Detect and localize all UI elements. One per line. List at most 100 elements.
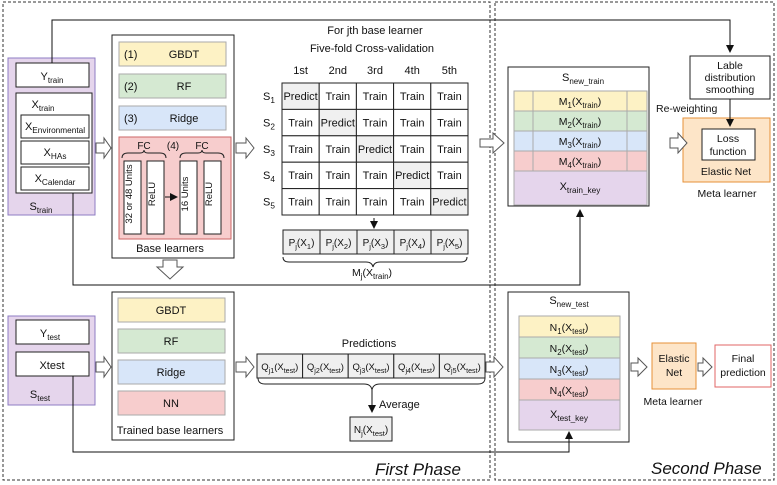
ytrain-to-smoothing-line <box>51 19 734 63</box>
snew-test-item-label: N2(Xtest) <box>550 343 589 357</box>
s-test-label: Stest <box>30 389 51 403</box>
cv-cell-label: Predict <box>283 91 317 103</box>
average-label: Average <box>379 399 420 411</box>
block-arrow-learners-down <box>155 259 185 280</box>
cv-cell-label: Train <box>437 91 462 103</box>
prediction-brace <box>257 377 486 391</box>
cv-row-label: S1 <box>263 91 275 105</box>
cv-row-label: S2 <box>263 117 275 131</box>
x-train-label: Xtrain <box>32 99 55 113</box>
xtrain-key-line <box>72 193 584 286</box>
cv-train-cell <box>355 108 395 137</box>
prediction-cell <box>438 353 486 379</box>
snew-test-item-label: N4(Xtest) <box>550 385 589 399</box>
snew-test-list: N1(Xtest)N2(Xtest)N3(Xtest)N4(Xtest)Xtes… <box>518 315 621 431</box>
snew-train-list: M1(Xtrain)M2(Xtrain)M3(Xtrain)M4(Xtrain)… <box>513 90 648 206</box>
snew-test-key-box <box>518 399 621 431</box>
trained-learners-caption: Trained base learners <box>117 425 224 437</box>
trained-model-box <box>117 359 226 385</box>
nn-relu1-label: ReLU <box>147 182 158 206</box>
nn-relu2-label: ReLU <box>204 182 215 206</box>
nn-layer2-label: 16 Units <box>180 176 191 211</box>
cv-cell-label: Train <box>400 91 425 103</box>
trained-model-name: GBDT <box>156 305 187 317</box>
cv-cell-label: Train <box>288 170 313 182</box>
cv-cell-label: Train <box>288 117 313 129</box>
cv-cell-label: Train <box>325 197 350 209</box>
snew-train-item-label: M2(Xtrain) <box>559 116 601 130</box>
x-test-label: Xtest <box>39 360 64 372</box>
base-model-name: GBDT <box>169 49 200 61</box>
cv-column-header: 2nd <box>329 65 347 77</box>
nn-block: FC (4) FC 32 or 48 Units ReLU 16 Units R… <box>118 136 232 240</box>
fc-brace-1 <box>121 149 167 159</box>
cv-cell-label: Train <box>400 144 425 156</box>
nn-layer1-label: 32 or 48 Units <box>124 164 135 223</box>
cv-cell-label: Train <box>437 117 462 129</box>
loss-line1: Loss <box>717 133 739 145</box>
nn-layer2-box <box>179 160 198 235</box>
s-train-label: Strain <box>30 201 53 215</box>
nn-number: (4) <box>167 141 179 152</box>
cv-cell-label: Predict <box>432 197 466 209</box>
cv-output-label: Pj(X4) <box>400 238 426 251</box>
cv-train-cell <box>318 135 357 163</box>
y-test-box <box>15 319 90 345</box>
cv-output-brace <box>282 256 468 268</box>
cv-combined-label: Mj(Xtrain) <box>352 267 392 281</box>
cv-row-label: S3 <box>263 144 275 158</box>
snew-train-item-label: M3(Xtrain) <box>559 136 601 150</box>
cv-cell-label: Train <box>363 197 388 209</box>
prediction-cell-label: Qj5(Xtest) <box>444 362 481 375</box>
final-prediction-box <box>714 344 772 388</box>
reweighting-label: Re-weighting <box>656 103 717 115</box>
final-prediction-line2: prediction <box>720 367 766 379</box>
nn-fc-label-2: FC <box>195 141 208 152</box>
cv-cell-label: Train <box>400 117 425 129</box>
base-learners-caption: Base learners <box>136 243 204 255</box>
cv-train-cell <box>393 82 432 110</box>
smoothing-box <box>689 55 771 100</box>
snew-test-key-label: Xtest_key <box>550 409 589 423</box>
nn-relu2-box <box>203 160 222 235</box>
cv-output-row: Pj(X1)Pj(X2)Pj(X3)Pj(X4)Pj(X5) <box>282 229 469 255</box>
cv-cell-label: Train <box>437 144 462 156</box>
predictions-title: Predictions <box>342 338 397 350</box>
first-phase-label: First Phase <box>375 460 461 479</box>
meta-learner-test-caption: Meta learner <box>644 396 703 408</box>
prediction-row: Qj1(Xtest)Qj2(Xtest)Qj3(Xtest)Qj4(Xtest)… <box>256 353 486 379</box>
cv-cell-label: Predict <box>395 170 429 182</box>
cv-train-cell <box>430 82 469 110</box>
prediction-cell <box>256 353 304 379</box>
average-result-label: Nj(Xtest) <box>354 425 388 438</box>
final-prediction-line1: Final <box>732 353 755 365</box>
y-train-label: Ytrain <box>41 71 64 85</box>
second-phase-frame <box>494 1 775 481</box>
cv-row-label: S5 <box>263 197 275 211</box>
trained-model-name: NN <box>163 398 179 410</box>
cv-cell-label: Train <box>325 91 350 103</box>
snew-train-key-label: Xtrain_key <box>560 181 602 195</box>
prediction-cell <box>302 353 349 379</box>
xtest-key-line <box>72 376 573 453</box>
block-arrow-trained-to-pred <box>235 355 255 379</box>
block-arrow-cv-to-snew <box>479 131 505 155</box>
nn-relu1-box <box>146 160 165 235</box>
base-model-box <box>118 105 227 131</box>
block-arrow-snew-to-elastic <box>630 356 648 378</box>
cv-row-label: S4 <box>263 170 275 184</box>
prediction-cell-label: Qj3(Xtest) <box>352 362 389 375</box>
train-feature-box <box>20 166 90 191</box>
cv-cell-label: Train <box>363 170 388 182</box>
base-model-name: Ridge <box>170 113 199 125</box>
base-model-name: RF <box>177 81 192 93</box>
cv-cell-label: Predict <box>358 144 392 156</box>
cv-train-cell <box>430 135 469 163</box>
y-test-label: Ytest <box>40 328 61 342</box>
block-arrows <box>95 131 713 379</box>
cv-cell-label: Train <box>363 91 388 103</box>
cv-column-header: 3rd <box>367 65 383 77</box>
